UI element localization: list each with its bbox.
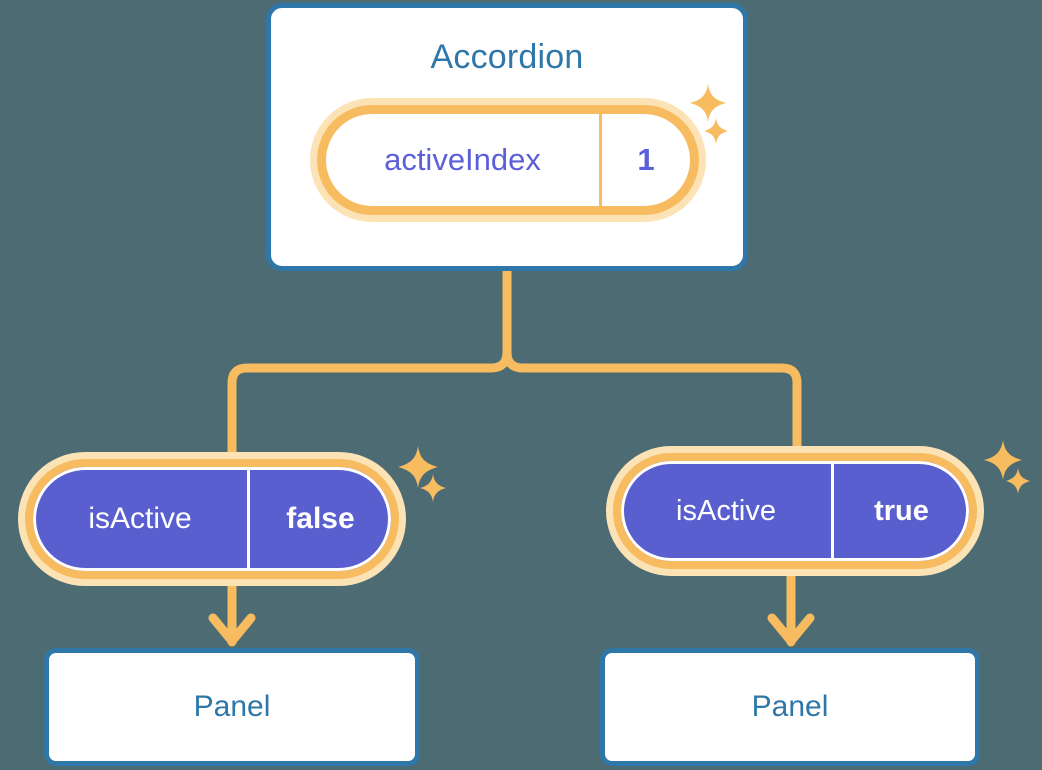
sparkle-icon — [398, 446, 438, 488]
arrow-down-left — [208, 581, 256, 647]
arrow-down-right — [767, 571, 815, 647]
sparkle-icon — [984, 440, 1022, 480]
prop-pill-activeindex[interactable]: activeIndex 1 — [310, 98, 706, 222]
panel-right-title: Panel — [751, 690, 829, 723]
sparkle-small-icon — [1006, 468, 1030, 494]
prop-key-activeindex: activeIndex — [326, 114, 602, 206]
prop-value-activeindex: 1 — [637, 142, 655, 177]
prop-value-isactive-right: true — [874, 494, 929, 527]
arrow-right-head — [767, 613, 815, 646]
accordion-title: Accordion — [430, 38, 584, 76]
sparkle-small-icon — [420, 474, 446, 502]
panel-card-right: Panel — [600, 648, 980, 766]
prop-pill-isactive-right-inner: isActive true — [613, 453, 977, 569]
connector-branch-left — [227, 347, 512, 460]
prop-pill-isactive-left-inner: isActive false — [25, 459, 399, 579]
prop-value-isactive-left: false — [286, 502, 355, 535]
prop-key-isactive-right: isActive — [621, 461, 834, 561]
panel-card-left: Panel — [44, 648, 420, 766]
prop-pill-activeindex-inner: activeIndex 1 — [317, 105, 699, 215]
panel-left-title: Panel — [193, 690, 271, 723]
connector-branch-right — [502, 347, 802, 457]
prop-key-isactive-left: isActive — [33, 467, 250, 571]
arrow-left-head — [208, 613, 256, 646]
prop-pill-isactive-right[interactable]: isActive true — [606, 446, 984, 576]
prop-pill-isactive-left[interactable]: isActive false — [18, 452, 406, 586]
